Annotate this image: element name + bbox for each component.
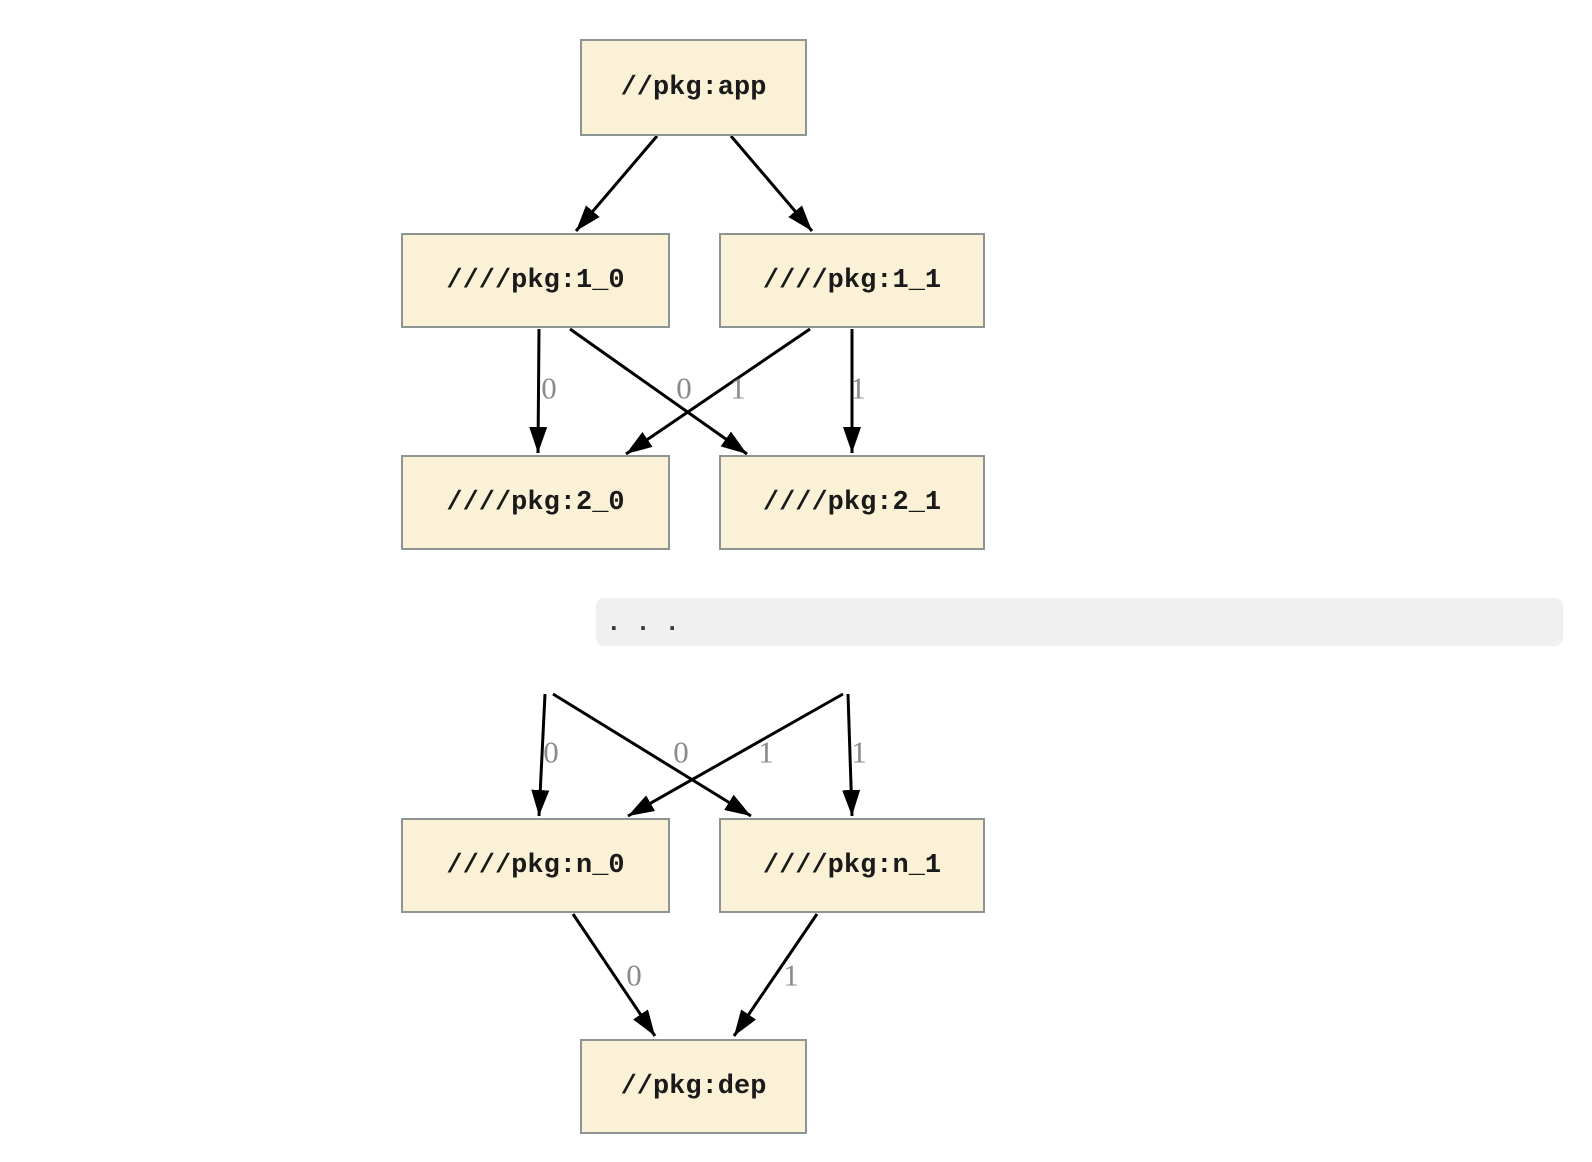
edge-label-n_0-dep: 0 [626, 957, 642, 993]
edge-hidden-a-to-n_0 [531, 693, 550, 817]
edge-1_0-to-2_0 [529, 328, 548, 454]
edge-n_0-to-dep [571, 913, 657, 1037]
edge-label-1_0-2_1: 1 [730, 370, 746, 406]
edge-label-hidden-n_0-straight: 0 [543, 734, 559, 770]
node-label: ////pkg:1_0 [446, 265, 625, 296]
edge-hidden-b-to-n_1 [842, 693, 861, 817]
edge-1_0-to-2_1 [569, 327, 748, 456]
node-pkg-app: //pkg:app [580, 39, 807, 136]
node-pkg-dep: //pkg:dep [580, 1039, 807, 1134]
edge-label-hidden-n_0-cross: 0 [673, 734, 689, 770]
node-pkg-n_1: ////pkg:n_1 [719, 818, 985, 913]
node-label: ////pkg:n_1 [762, 850, 942, 881]
node-label: //pkg:dep [620, 1071, 767, 1102]
node-label: ////pkg:2_1 [762, 487, 942, 518]
node-pkg-1_0: ////pkg:1_0 [401, 233, 670, 328]
node-label: ////pkg:1_1 [762, 265, 942, 296]
node-label: ////pkg:2_0 [446, 487, 625, 518]
node-label: //pkg:app [620, 72, 767, 103]
ellipsis-band [596, 598, 1563, 646]
edge-hidden-b-to-n_0 [627, 692, 844, 818]
edge-n_1-to-dep [732, 913, 819, 1037]
edge-label-n_1-dep: 1 [783, 957, 799, 993]
node-pkg-2_1: ////pkg:2_1 [719, 455, 985, 550]
ellipsis-dots: . . . [606, 608, 681, 638]
edge-hidden-a-to-n_1 [552, 692, 752, 818]
edge-app-to-1_1 [729, 135, 814, 232]
node-pkg-1_1: ////pkg:1_1 [719, 233, 985, 328]
edge-app-to-1_0 [574, 135, 659, 232]
node-pkg-2_0: ////pkg:2_0 [401, 455, 670, 550]
edge-label-1_1-2_0: 0 [676, 370, 692, 406]
edge-label-hidden-n_1-cross: 1 [758, 734, 774, 770]
edge-label-1_0-2_0: 0 [541, 370, 557, 406]
edge-label-hidden-n_1-straight: 1 [851, 734, 867, 770]
node-label: ////pkg:n_0 [446, 850, 625, 881]
node-pkg-n_0: ////pkg:n_0 [401, 818, 670, 913]
edge-1_1-to-2_0 [625, 327, 811, 456]
edge-label-1_1-2_1: 1 [850, 370, 866, 406]
